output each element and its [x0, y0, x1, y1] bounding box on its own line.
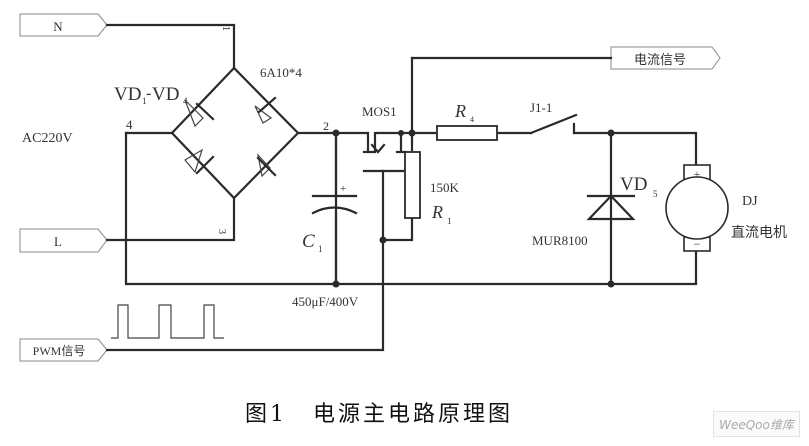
bridge-label-sub1: 1	[142, 96, 147, 106]
bridge-label-vd4: VD	[152, 84, 179, 105]
wires	[105, 23, 698, 352]
bridge-diode-2	[254, 96, 277, 124]
port-current-signal: 电流信号	[610, 46, 721, 70]
motor-dj: + −	[665, 164, 729, 252]
ac-source-label: AC220V	[22, 131, 73, 146]
port-pwm-label: PWM信号	[33, 344, 86, 358]
bridge-diode-1	[184, 99, 215, 128]
r1-value-label: 150K	[430, 180, 460, 195]
port-n-label: N	[53, 19, 63, 34]
node-4-label: 4	[126, 117, 133, 132]
junctions	[332, 129, 615, 288]
r4-sub: 4	[470, 115, 474, 124]
resistor-r1	[404, 151, 421, 219]
node-3-label: 3	[216, 229, 227, 234]
capacitor-value-label: 450μF/400V	[292, 294, 359, 309]
figure-caption: 图1 电源主电路原理图	[245, 396, 513, 428]
vd5-sub: 5	[653, 189, 658, 199]
caption-number: 图1	[245, 402, 287, 427]
capacitor-c1	[311, 131, 358, 286]
motor-plus: +	[694, 167, 701, 181]
bridge-label-dash: -	[146, 85, 151, 102]
port-l: L	[19, 228, 108, 253]
bridge-label-vd: VD	[114, 84, 141, 105]
switch-label: J1-1	[530, 100, 552, 115]
node-2-label: 2	[323, 119, 329, 133]
labels: AC220V VD 1 - VD 4 6A10*4 1 2 3 4 MOS1 R…	[22, 26, 787, 309]
r1-label: R	[431, 202, 443, 222]
capacitor-plus: +	[340, 183, 346, 195]
node-1-label: 1	[220, 26, 231, 31]
switch-j1-1	[529, 113, 578, 135]
mosfet-label: MOS1	[362, 104, 397, 119]
vd5-part-label: MUR8100	[532, 233, 588, 248]
port-n: N	[19, 13, 108, 37]
bridge-part-label: 6A10*4	[260, 65, 302, 80]
resistor-r4	[436, 125, 498, 141]
bridge-diode-3	[184, 148, 215, 175]
bridge-label-sub4: 4	[183, 96, 188, 106]
caption-title: 电源主电路原理图	[313, 402, 514, 427]
r4-label: R	[454, 101, 466, 121]
vd5-label: VD	[620, 174, 647, 195]
capacitor-sub: 1	[318, 244, 323, 254]
capacitor-label: C	[302, 231, 315, 252]
port-pwm: PWM信号	[19, 338, 108, 362]
motor-desc-label: 直流电机	[731, 224, 787, 241]
motor-minus: −	[694, 237, 701, 251]
pwm-waveform	[111, 304, 224, 339]
bridge-rectifier	[170, 66, 300, 200]
bridge-diode-4	[256, 153, 277, 178]
motor-label: DJ	[742, 194, 758, 209]
watermark: WeeQoo维库	[713, 411, 800, 437]
port-current-signal-label: 电流信号	[634, 52, 686, 67]
r1-sub: 1	[447, 216, 452, 226]
mosfet-mos1	[362, 143, 408, 173]
port-l-label: L	[54, 234, 62, 249]
diode-vd5	[586, 194, 636, 221]
